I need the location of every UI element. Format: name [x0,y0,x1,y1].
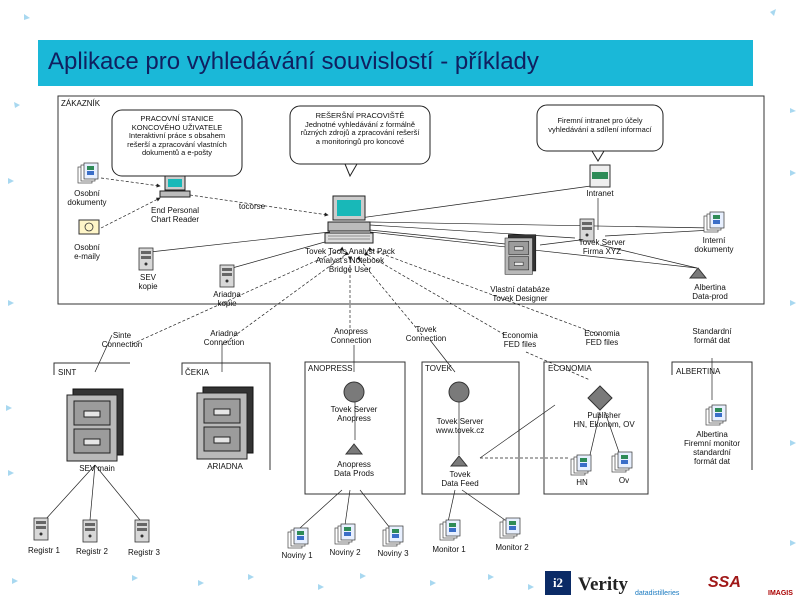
label-standardni-format: Standardní formát dat [692,327,732,345]
decorative-triangles [6,9,796,590]
ariadna-kopie-icon [219,264,235,288]
ov-doc-icon [611,451,633,473]
label-economia-fed2: Economia FED files [584,329,620,347]
label-albertina-dataprod: Albertina Data-prod [692,283,728,301]
label-tovek-server-www: Tovek Server www.tovek.cz [435,417,485,435]
zakaznik-border [57,95,765,305]
label-ariadna: ARIADNA [207,462,243,471]
label-monitor1: Monitor 1 [432,545,466,554]
label-registr3: Registr 3 [127,548,160,557]
imagis-logo: IMAGIS [768,590,793,597]
tovek-data-feed-triangle [449,455,469,467]
label-hn: HN [576,478,588,487]
sev-main-cabinet [66,388,124,462]
section-economia: ECONOMIA [548,364,592,373]
ariadna-cabinet [196,386,254,460]
verity-logo: Verity [578,574,628,595]
label-noviny1: Noviny 1 [281,551,313,560]
hn-doc-icon [570,454,592,476]
title-bar: Aplikace pro vyhledávání souvislostí - p… [38,40,753,86]
section-zakaznik: ZÁKAZNÍK [61,99,101,108]
label-sev-main: SEV main [79,464,115,473]
datadistilleries-logo: datadistilleries [635,590,680,597]
label-registr2: Registr 2 [75,547,108,556]
label-monitor2: Monitor 2 [495,543,529,552]
tovek-server-anopress-icon [343,381,365,403]
registr3-icon [134,519,150,543]
monitor1-doc-icon [439,519,461,541]
label-sinte-connection: Sinte Connection [101,331,143,349]
registr2-icon [82,519,98,543]
intranet-callout-text: Firemní intranet pro účely vyhledávání a… [548,116,652,134]
tovek-server-www-icon [448,381,470,403]
label-registr1: Registr 1 [27,546,60,555]
interni-dokumenty-icon [703,211,725,233]
label-anopress-connection: Anopress Connection [330,327,372,345]
vlastni-databaze-icon [504,234,537,275]
workstation-callout-text: PRACOVNÍ STANICE KONCOVÉHO UŽIVATELE Int… [127,114,227,157]
noviny1-doc-icon [287,527,309,549]
label-end-personal: End Personal Chart Reader [150,206,200,224]
label-ariadna-connection: Ariadna Connection [203,329,245,347]
label-noviny3: Noviny 3 [377,549,409,558]
label-noviny2: Noviny 2 [329,548,361,557]
label-albertina-firemni: Albertina Firemní monitor standardní for… [683,430,740,466]
noviny2-doc-icon [334,523,356,545]
label-sev-kopie: SEV kopie [138,273,158,291]
albertina-doc-icon [705,404,727,426]
server-callout-text: REŠERŠNÍ PRACOVIŠTĚ Jednotné vyhledávání… [300,111,420,146]
label-publisher: Publisher HN, Ekonom, OV [573,411,635,429]
label-ariadna-kopie: Ariadna kopie [213,290,241,308]
albertina-dataprod-triangle [688,267,708,279]
label-tovek-server-firma: Tovek Server Firma XYZ [578,238,626,256]
registr1-icon [33,517,49,541]
section-sint: SINT [58,368,77,377]
label-osobni-dokumenty: Osobní dokumenty [67,189,107,207]
anopress-border [304,361,406,495]
label-center: Tovek Tools Analyst Pack Analyst's Noteb… [305,247,395,274]
publisher-diamond [587,385,613,411]
noviny3-doc-icon [382,525,404,547]
tovek-border [421,361,520,495]
osobni-dokumenty-icon [77,162,99,184]
sev-kopie-icon [138,247,154,271]
intranet-icon [589,164,611,188]
label-osobni-emaily: Osobní e-maily [74,243,100,261]
economia-border [543,361,649,495]
section-tovek: TOVEK [425,364,452,373]
central-computer-icon [324,195,374,244]
i2-logo: i2 [545,571,571,595]
label-interni-dokumenty: Interní dokumenty [694,236,734,254]
anopress-data-triangle [344,443,364,455]
end-user-computer-icon [159,175,191,198]
label-ov: Ov [618,476,630,485]
section-anopress: ANOPRESS [308,364,353,373]
label-tovek-connection: Tovek Connection [405,325,447,343]
section-cekia: ČEKIA [185,368,210,377]
monitor2-doc-icon [499,517,521,539]
label-tovek-data-feed: Tovek Data Feed [441,470,479,488]
page-title: Aplikace pro vyhledávání souvislostí - p… [48,48,539,75]
server-callout [289,105,431,165]
label-tocorse: tocorse [238,202,266,211]
label-anopress-dataprod: Anopress Data Prods [333,460,375,478]
email-icon [78,219,100,235]
label-economia-fed: Economia FED files [502,331,538,349]
label-tovek-server-anopress: Tovek Server Anopress [330,405,378,423]
label-vlastni-databaze: Vlastní databáze Tovek Designer [490,285,550,303]
ssa-logo: SSA [708,574,741,591]
label-intranet: Intranet [586,189,614,198]
section-albertina: ALBERTINA [676,367,721,376]
